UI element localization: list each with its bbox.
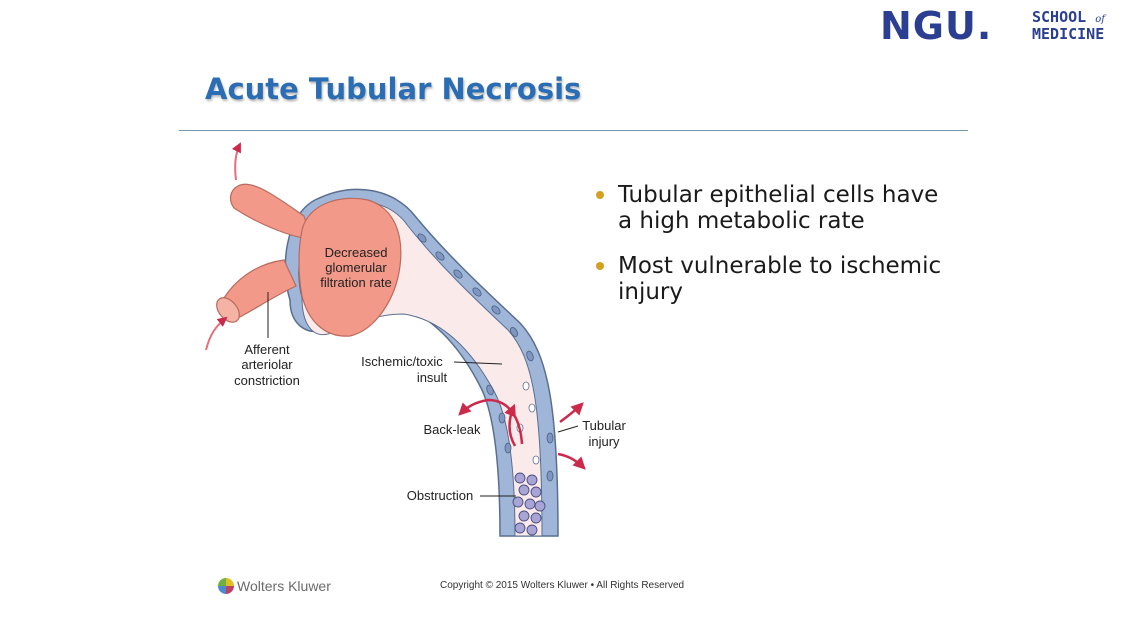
obstruction-label: Obstruction [407,488,473,503]
cell [498,412,506,424]
shed-cell [532,455,540,465]
cell [417,233,427,243]
gfr-label-2: glomerular [325,260,387,275]
cast-cell [514,522,526,534]
publisher-logo: Wolters Kluwer [218,578,331,594]
injury-arrow-upper [559,402,584,423]
logo-medicine: MEDICINE [1032,25,1105,43]
afferent-flow-arrow [205,316,228,351]
obstruction-cast [512,472,546,536]
logo-of: of [1095,14,1105,25]
cast-cell [514,472,526,484]
bullet-dot [596,262,604,270]
cell [504,442,512,454]
cell [435,251,445,261]
slide-title: Acute Tubular Necrosis [205,72,582,106]
cast-cell [534,500,546,512]
bullet-dot [596,191,604,199]
ischemic-label-2: insult [417,370,448,385]
bullet-text: Most vulnerable to ischemic injury [618,253,942,305]
injury-arrow-lower [557,452,586,470]
logo-school: SCHOOL of [1032,9,1105,28]
back-leak-arrow [458,398,524,445]
ischemic-leader [453,361,503,365]
bullet-item: Most vulnerable to ischemic injury [596,253,956,305]
afferent-label-2: arteriolar [241,357,293,372]
gfr-label-3: filtration rate [320,275,392,290]
cell [453,269,463,279]
ischemic-label-1: Ischemic/toxic [361,354,443,369]
publisher-name: Wolters Kluwer [237,578,331,594]
afferent-label-3: constriction [234,373,300,388]
bullet-text: Tubular epithelial cells have a high met… [618,182,939,234]
tubular-label-1: Tubular [582,418,626,433]
afferent-vessel-opening [216,297,240,323]
efferent-flow-arrow [231,142,241,181]
bullet-list: Tubular epithelial cells have a high met… [596,182,956,324]
cell [526,350,534,362]
cell [486,384,494,396]
shed-cell [522,381,530,391]
bullet-item: Tubular epithelial cells have a high met… [596,182,956,234]
copyright-notice: Copyright © 2015 Wolters Kluwer • All Ri… [440,580,685,591]
cast-cell [526,474,538,486]
cell [546,432,554,444]
gfr-label-1: Decreased [325,245,388,260]
cast-cell [530,486,542,498]
epithelial-cells [417,233,554,482]
cast-cell [518,510,530,522]
logo-school-word: SCHOOL [1032,8,1087,26]
cast-cell [518,484,530,496]
glomerulus [298,197,402,337]
wolters-kluwer-icon [218,578,234,594]
backleak-label: Back-leak [423,422,481,437]
cast-cell [512,496,524,508]
shed-cell [528,403,536,413]
cell [472,287,482,297]
diagram-labels: Decreased glomerular filtration rate Aff… [234,245,626,503]
tubular-necrosis-diagram: Decreased glomerular filtration rate Aff… [205,142,626,537]
cast-cell [524,498,536,510]
cell [546,470,554,482]
cast-cell [526,524,538,536]
cast-cell [530,512,542,524]
logo-ngu: NGU. [880,4,993,48]
efferent-arteriole [229,183,313,241]
return-flow-arrow [504,403,517,447]
cell [509,327,519,337]
tubular-label-2: injury [588,434,620,449]
afferent-label-1: Afferent [244,342,290,357]
tubular-leader [557,425,579,433]
cell [491,305,501,315]
title-divider [179,130,968,131]
